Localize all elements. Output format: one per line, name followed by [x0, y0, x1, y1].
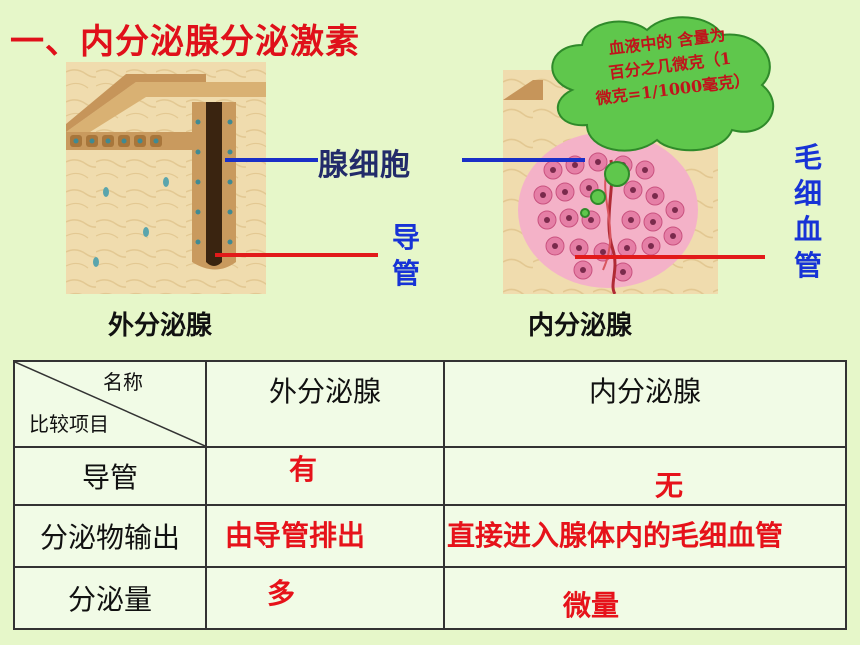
- answer-text: 直接进入腺体内的毛细血管: [447, 519, 784, 552]
- capillary-label-char: 毛: [793, 141, 822, 174]
- duct-label-char: 导: [391, 221, 420, 254]
- duct-label-char: 管: [391, 257, 420, 290]
- duct-label: 导 管: [390, 220, 422, 292]
- gland-cell-label: 腺细胞: [318, 148, 411, 183]
- row-item-cell: 分泌量: [13, 566, 207, 630]
- row-endo-cell: 直接进入腺体内的毛细血管: [443, 504, 847, 568]
- row-endo-cell: 微量: [443, 566, 847, 630]
- info-bubble: [551, 16, 775, 152]
- header-endocrine: 内分泌腺: [443, 360, 847, 448]
- endocrine-caption: 内分泌腺: [528, 311, 633, 341]
- table-row: 分泌物输出 由导管排出 直接进入腺体内的毛细血管: [13, 504, 847, 568]
- comparison-table: 名称 比较项目 外分泌腺 内分泌腺 导管 有 无 分泌物输出 由导管排出 直接进…: [13, 360, 847, 630]
- diagonal-line: [15, 362, 205, 446]
- exocrine-caption: 外分泌腺: [108, 311, 213, 341]
- row-exo-cell: 有: [205, 446, 445, 506]
- table-row: 分泌量 多 微量: [13, 566, 847, 630]
- table-row: 导管 有 无: [13, 446, 847, 506]
- capillary-label-char: 管: [793, 249, 822, 282]
- table-header-row: 名称 比较项目 外分泌腺 内分泌腺: [13, 360, 847, 448]
- answer-text: 有: [289, 453, 318, 486]
- page-title: 一、内分泌腺分泌激素: [10, 22, 360, 62]
- answer-text: 由导管排出: [225, 519, 366, 552]
- answer-text: 微量: [563, 589, 620, 622]
- row-exo-cell: 多: [205, 566, 445, 630]
- row-endo-cell: 无: [443, 446, 847, 506]
- row-exo-cell: 由导管排出: [205, 504, 445, 568]
- exocrine-gland-illustration: [66, 62, 266, 294]
- header-exocrine: 外分泌腺: [205, 360, 445, 448]
- row-item-cell: 分泌物输出: [13, 504, 207, 568]
- row-item-cell: 导管: [13, 446, 207, 506]
- capillary-label-char: 血: [793, 213, 822, 246]
- header-corner-cell: 名称 比较项目: [13, 360, 207, 448]
- capillary-label-char: 细: [793, 177, 822, 210]
- header-name-label: 名称: [103, 370, 143, 394]
- header-item-label: 比较项目: [29, 412, 109, 436]
- answer-text: 无: [655, 469, 684, 502]
- answer-text: 多: [267, 577, 296, 610]
- capillary-label: 毛 细 血 管: [792, 140, 824, 284]
